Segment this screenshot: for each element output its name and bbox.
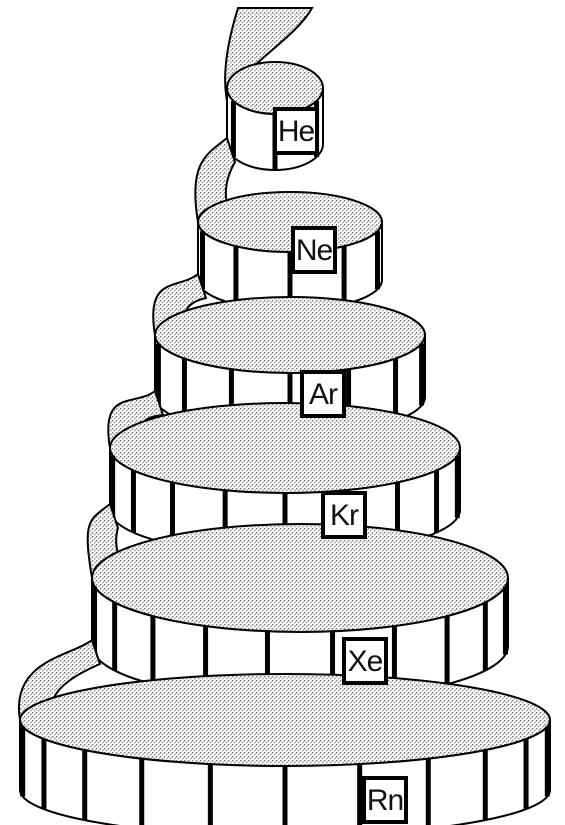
- element-symbol: Rn: [367, 784, 403, 817]
- element-symbol: Kr: [330, 499, 359, 532]
- spiral-levels: [19, 62, 550, 825]
- element-symbol: Ne: [296, 234, 333, 267]
- element-symbol: He: [278, 115, 315, 148]
- element-label-ar: Ar: [302, 372, 344, 416]
- element-label-rn: Rn: [364, 778, 406, 822]
- element-symbol: Ar: [309, 378, 338, 411]
- element-label-ne: Ne: [293, 228, 335, 272]
- element-label-xe: Xe: [344, 639, 386, 683]
- element-label-he: He: [275, 109, 317, 153]
- element-symbol: Xe: [348, 645, 383, 678]
- element-label-kr: Kr: [323, 493, 365, 537]
